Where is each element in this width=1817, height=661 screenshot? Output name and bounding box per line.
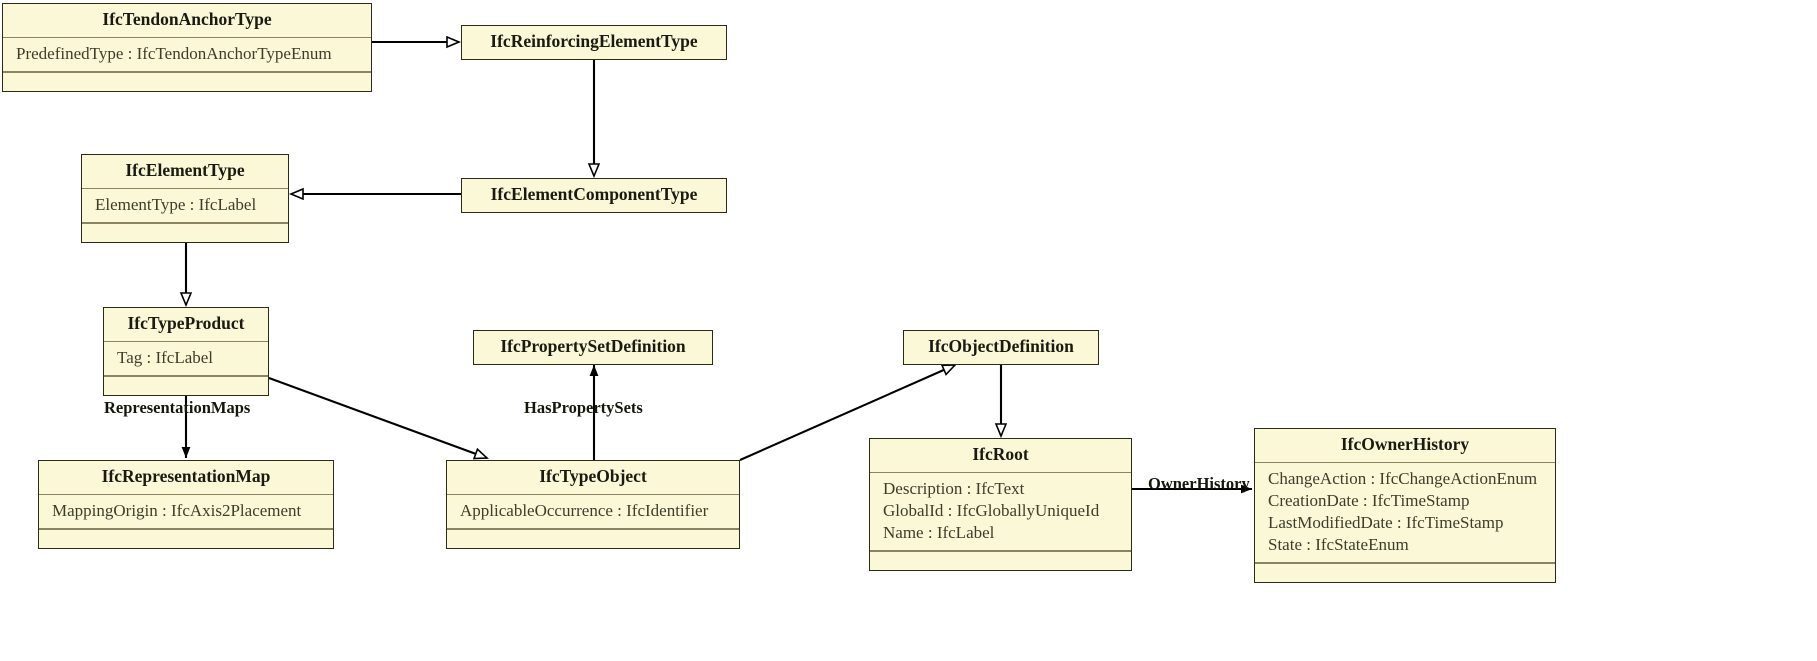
class-attributes-ifcownerhistory: ChangeAction : IfcChangeActionEnum Creat… xyxy=(1255,463,1555,562)
class-box-ifctypeproduct[interactable]: IfcTypeProduct Tag : IfcLabel xyxy=(103,307,269,396)
class-attributes-ifcroot: Description : IfcText GlobalId : IfcGlob… xyxy=(870,473,1131,550)
class-name-ifcrepresentationmap: IfcRepresentationMap xyxy=(101,466,271,486)
class-separator xyxy=(870,471,1131,474)
class-separator xyxy=(39,528,333,530)
class-separator xyxy=(3,71,371,73)
class-separator xyxy=(82,187,288,190)
class-separator xyxy=(104,340,268,343)
class-separator xyxy=(1255,562,1555,564)
class-operations-ifcroot xyxy=(870,552,1131,570)
class-name-ifcelementtype: IfcElementType xyxy=(125,160,245,180)
attribute-row: State : IfcStateEnum xyxy=(1268,535,1409,555)
class-name-ifcownerhistory: IfcOwnerHistory xyxy=(1340,434,1470,454)
attribute-row: Description : IfcText xyxy=(883,479,1025,499)
class-box-ifcpropertysetdefinition[interactable]: IfcPropertySetDefinition xyxy=(473,330,713,365)
edge-typeproduct-to-typeobject xyxy=(268,377,487,458)
class-attributes-ifcelementtype: ElementType : IfcLabel xyxy=(82,189,288,222)
attribute-row: CreationDate : IfcTimeStamp xyxy=(1268,491,1470,511)
attribute-row: MappingOrigin : IfcAxis2Placement xyxy=(52,501,302,521)
class-name-ifctendonanchortype: IfcTendonAnchorType xyxy=(102,9,272,29)
class-operations-ifctypeobject xyxy=(447,530,739,548)
class-operations-ifctendonanchortype xyxy=(3,73,371,91)
class-separator xyxy=(1255,461,1555,464)
class-name-ifcroot: IfcRoot xyxy=(972,444,1029,464)
attribute-row: Tag : IfcLabel xyxy=(117,348,214,368)
class-box-ifcownerhistory[interactable]: IfcOwnerHistory ChangeAction : IfcChange… xyxy=(1254,428,1556,583)
class-operations-ifctypeproduct xyxy=(104,377,268,395)
class-box-ifcelementtype[interactable]: IfcElementType ElementType : IfcLabel xyxy=(81,154,289,243)
class-separator xyxy=(3,36,371,39)
attribute-row: GlobalId : IfcGloballyUniqueId xyxy=(883,501,1100,521)
class-box-ifcreinforcingelementtype[interactable]: IfcReinforcingElementType xyxy=(461,25,727,60)
class-name-ifcreinforcingelementtype: IfcReinforcingElementType xyxy=(490,31,698,51)
class-name-ifcpropertysetdefinition: IfcPropertySetDefinition xyxy=(500,336,686,356)
edge-label-has-property-sets: HasPropertySets xyxy=(524,398,643,417)
class-name-ifctypeobject: IfcTypeObject xyxy=(539,466,647,486)
edge-label-representation-maps: RepresentationMaps xyxy=(104,398,251,417)
class-box-ifcobjectdefinition[interactable]: IfcObjectDefinition xyxy=(903,330,1099,365)
class-name-ifctypeproduct: IfcTypeProduct xyxy=(127,313,245,333)
class-operations-ifcrepresentationmap xyxy=(39,530,333,548)
attribute-row: Name : IfcLabel xyxy=(883,523,995,543)
attribute-row: LastModifiedDate : IfcTimeStamp xyxy=(1268,513,1504,533)
class-attributes-ifctendonanchortype: PredefinedType : IfcTendonAnchorTypeEnum xyxy=(3,38,371,71)
class-attributes-ifctypeproduct: Tag : IfcLabel xyxy=(104,342,268,375)
class-separator xyxy=(104,375,268,377)
class-separator xyxy=(870,550,1131,552)
class-operations-ifcownerhistory xyxy=(1255,564,1555,582)
attribute-row: ElementType : IfcLabel xyxy=(95,195,257,215)
attribute-row: ChangeAction : IfcChangeActionEnum xyxy=(1268,469,1538,489)
class-box-ifcrepresentationmap[interactable]: IfcRepresentationMap MappingOrigin : Ifc… xyxy=(38,460,334,549)
class-name-ifcobjectdefinition: IfcObjectDefinition xyxy=(928,336,1074,356)
class-attributes-ifctypeobject: ApplicableOccurrence : IfcIdentifier xyxy=(447,495,739,528)
class-separator xyxy=(447,493,739,496)
class-attributes-ifcrepresentationmap: MappingOrigin : IfcAxis2Placement xyxy=(39,495,333,528)
class-box-ifcelementcomponenttype[interactable]: IfcElementComponentType xyxy=(461,178,727,213)
class-name-ifcelementcomponenttype: IfcElementComponentType xyxy=(490,184,698,204)
class-separator xyxy=(39,493,333,496)
class-box-ifcroot[interactable]: IfcRoot Description : IfcText GlobalId :… xyxy=(869,438,1132,571)
class-separator xyxy=(447,528,739,530)
attribute-row: PredefinedType : IfcTendonAnchorTypeEnum xyxy=(16,44,332,64)
class-box-ifctypeobject[interactable]: IfcTypeObject ApplicableOccurrence : Ifc… xyxy=(446,460,740,549)
class-box-ifctendonanchortype[interactable]: IfcTendonAnchorType PredefinedType : Ifc… xyxy=(2,3,372,92)
class-operations-ifcelementtype xyxy=(82,224,288,242)
attribute-row: ApplicableOccurrence : IfcIdentifier xyxy=(460,501,709,521)
class-separator xyxy=(82,222,288,224)
edge-label-owner-history: OwnerHistory xyxy=(1148,474,1250,493)
